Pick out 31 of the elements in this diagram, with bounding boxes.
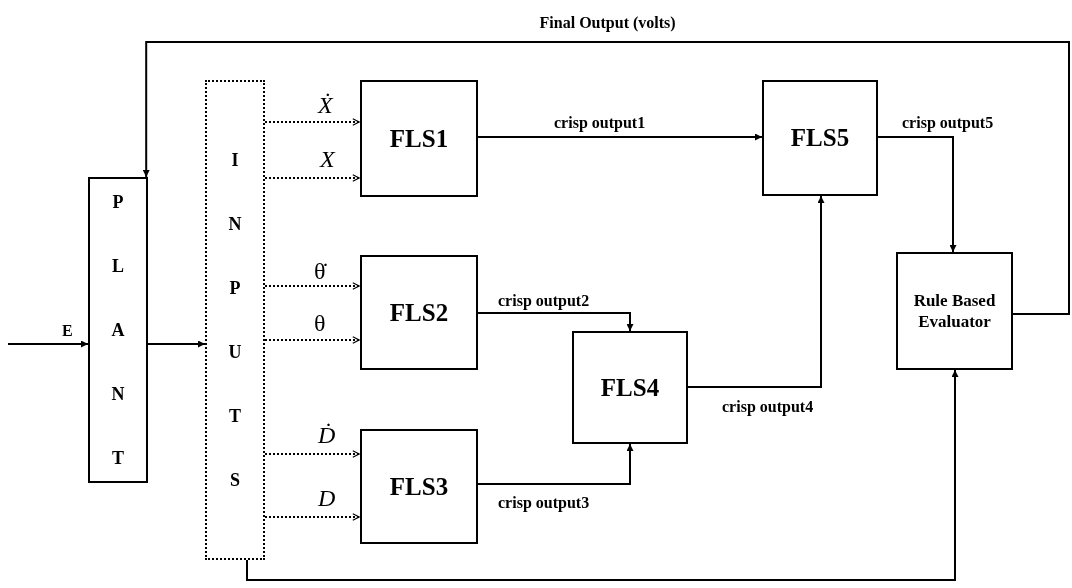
fuzzy-system-block (360, 80, 478, 197)
edge-label: crisp output4 (720, 398, 816, 416)
fuzzy-system-block (572, 331, 688, 444)
plant-block (88, 177, 148, 483)
edge-label: crisp output3 (496, 494, 592, 512)
edge-label: crisp output2 (496, 292, 592, 310)
block-label: FLS4 (600, 373, 660, 402)
edge-label: crisp output5 (900, 114, 996, 132)
arrow (477, 133, 763, 141)
block-label: FLS5 (790, 124, 850, 152)
arrow (147, 340, 206, 348)
edge-label: Final Output (volts) (537, 14, 678, 32)
arrow (687, 195, 825, 388)
vertical-label: PLANT (110, 191, 126, 470)
fuzzy-system-block (360, 255, 478, 370)
arrow (877, 136, 957, 253)
arrow (7, 340, 89, 348)
arrow (477, 443, 634, 485)
inputs-block (205, 80, 265, 560)
evaluator-block (896, 252, 1013, 370)
block-label: FLS2 (389, 298, 449, 327)
arrow (477, 312, 634, 332)
block-label: Rule Based Evaluator (912, 289, 997, 333)
fuzzy-system-block (762, 80, 878, 196)
fuzzy-system-block (360, 429, 478, 544)
arrow (142, 41, 1070, 315)
block-label: FLS3 (389, 472, 449, 501)
vertical-label: INPUTS (227, 149, 243, 492)
edge-label: crisp output1 (552, 114, 648, 132)
block-label: FLS1 (389, 124, 449, 153)
arrow (246, 369, 959, 581)
